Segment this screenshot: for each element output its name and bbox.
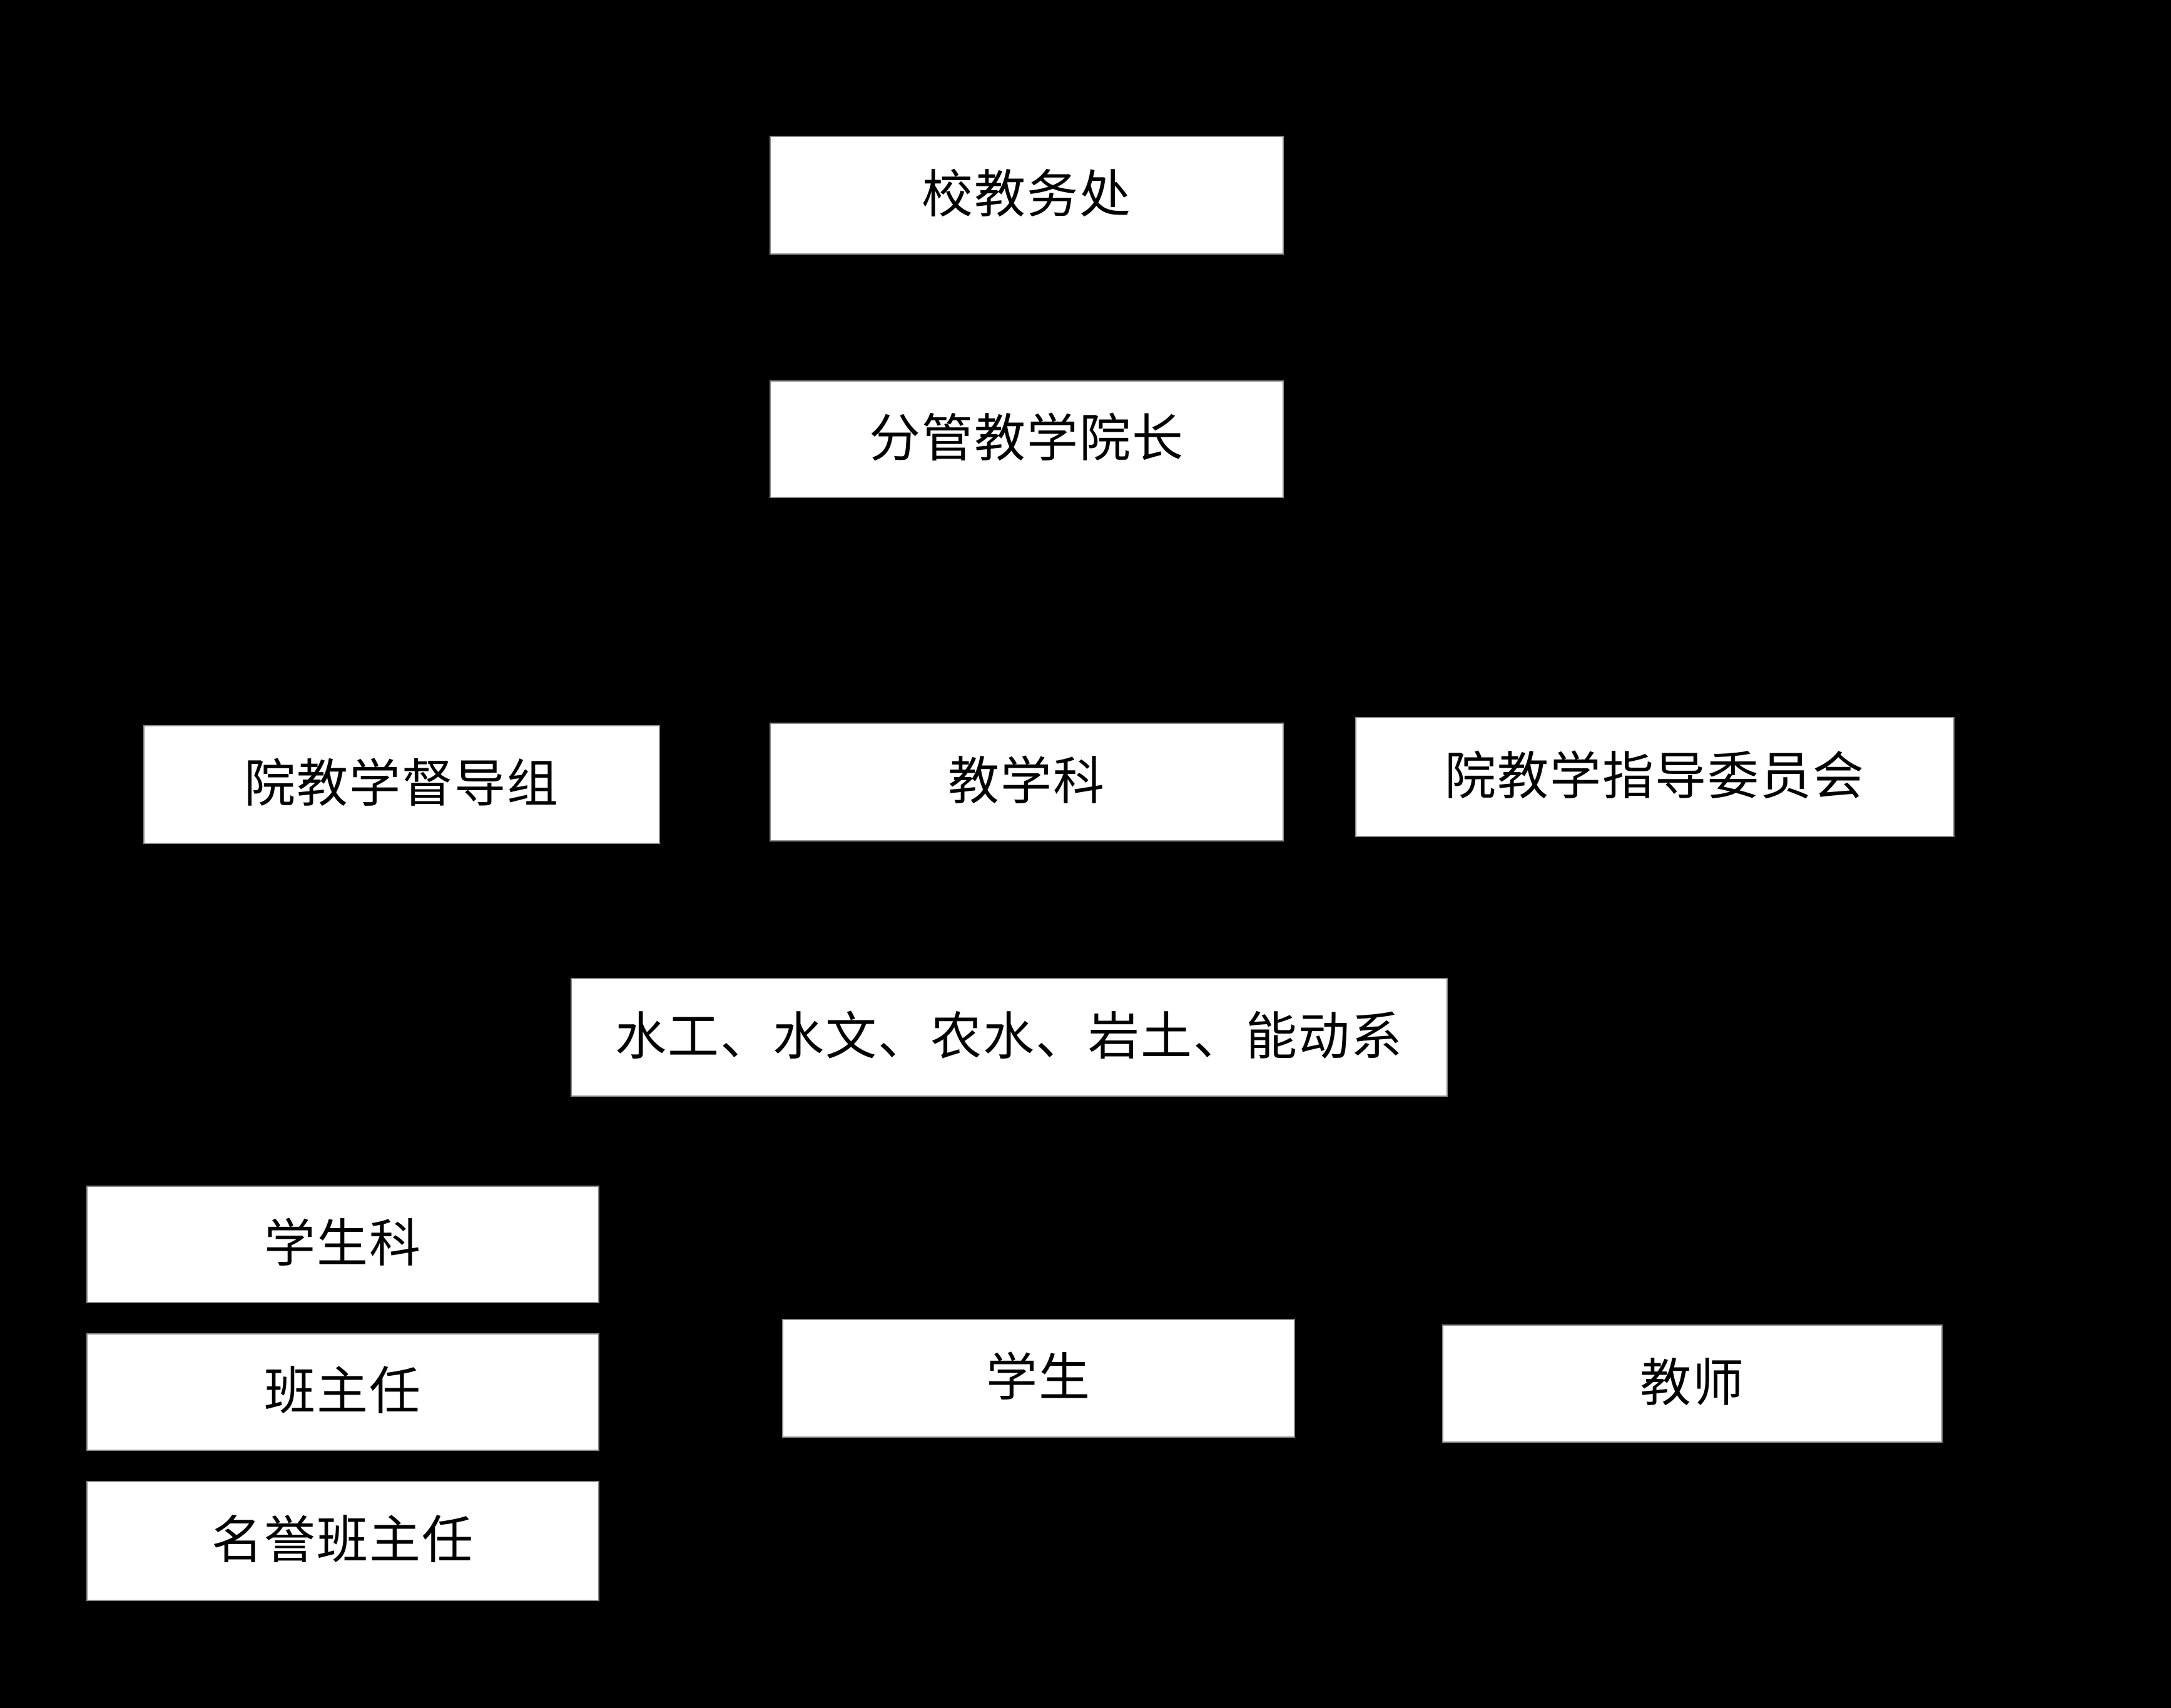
node-class-advisor: 班主任 [86,1333,599,1451]
node-students: 学生 [782,1319,1295,1438]
node-honorary-class-advisor: 名誉班主任 [86,1481,599,1601]
node-label: 学生 [985,1350,1091,1406]
node-label: 校教务处 [921,166,1132,223]
node-school-academic-affairs-office: 校教务处 [770,136,1284,255]
node-college-teaching-steering-committee: 院教学指导委员会 [1355,717,1955,837]
node-label: 分管教学院长 [868,410,1184,467]
node-teaching-section: 教学科 [770,723,1284,841]
node-label: 水工、水文、农水、岩土、能动系 [614,1009,1403,1065]
node-student-affairs-section: 学生科 [86,1186,599,1303]
node-vice-dean-of-teaching: 分管教学院长 [770,380,1284,498]
node-label: 名誉班主任 [211,1512,474,1569]
node-label: 教学科 [947,753,1106,810]
node-label: 学生科 [263,1216,422,1273]
node-label: 教师 [1639,1355,1745,1412]
node-label: 班主任 [263,1363,422,1420]
node-college-teaching-supervision-group: 院教学督导组 [143,725,660,844]
node-label: 院教学督导组 [243,756,559,813]
node-departments: 水工、水文、农水、岩土、能动系 [571,978,1448,1097]
node-teachers: 教师 [1442,1324,1943,1443]
node-label: 院教学指导委员会 [1444,748,1865,805]
